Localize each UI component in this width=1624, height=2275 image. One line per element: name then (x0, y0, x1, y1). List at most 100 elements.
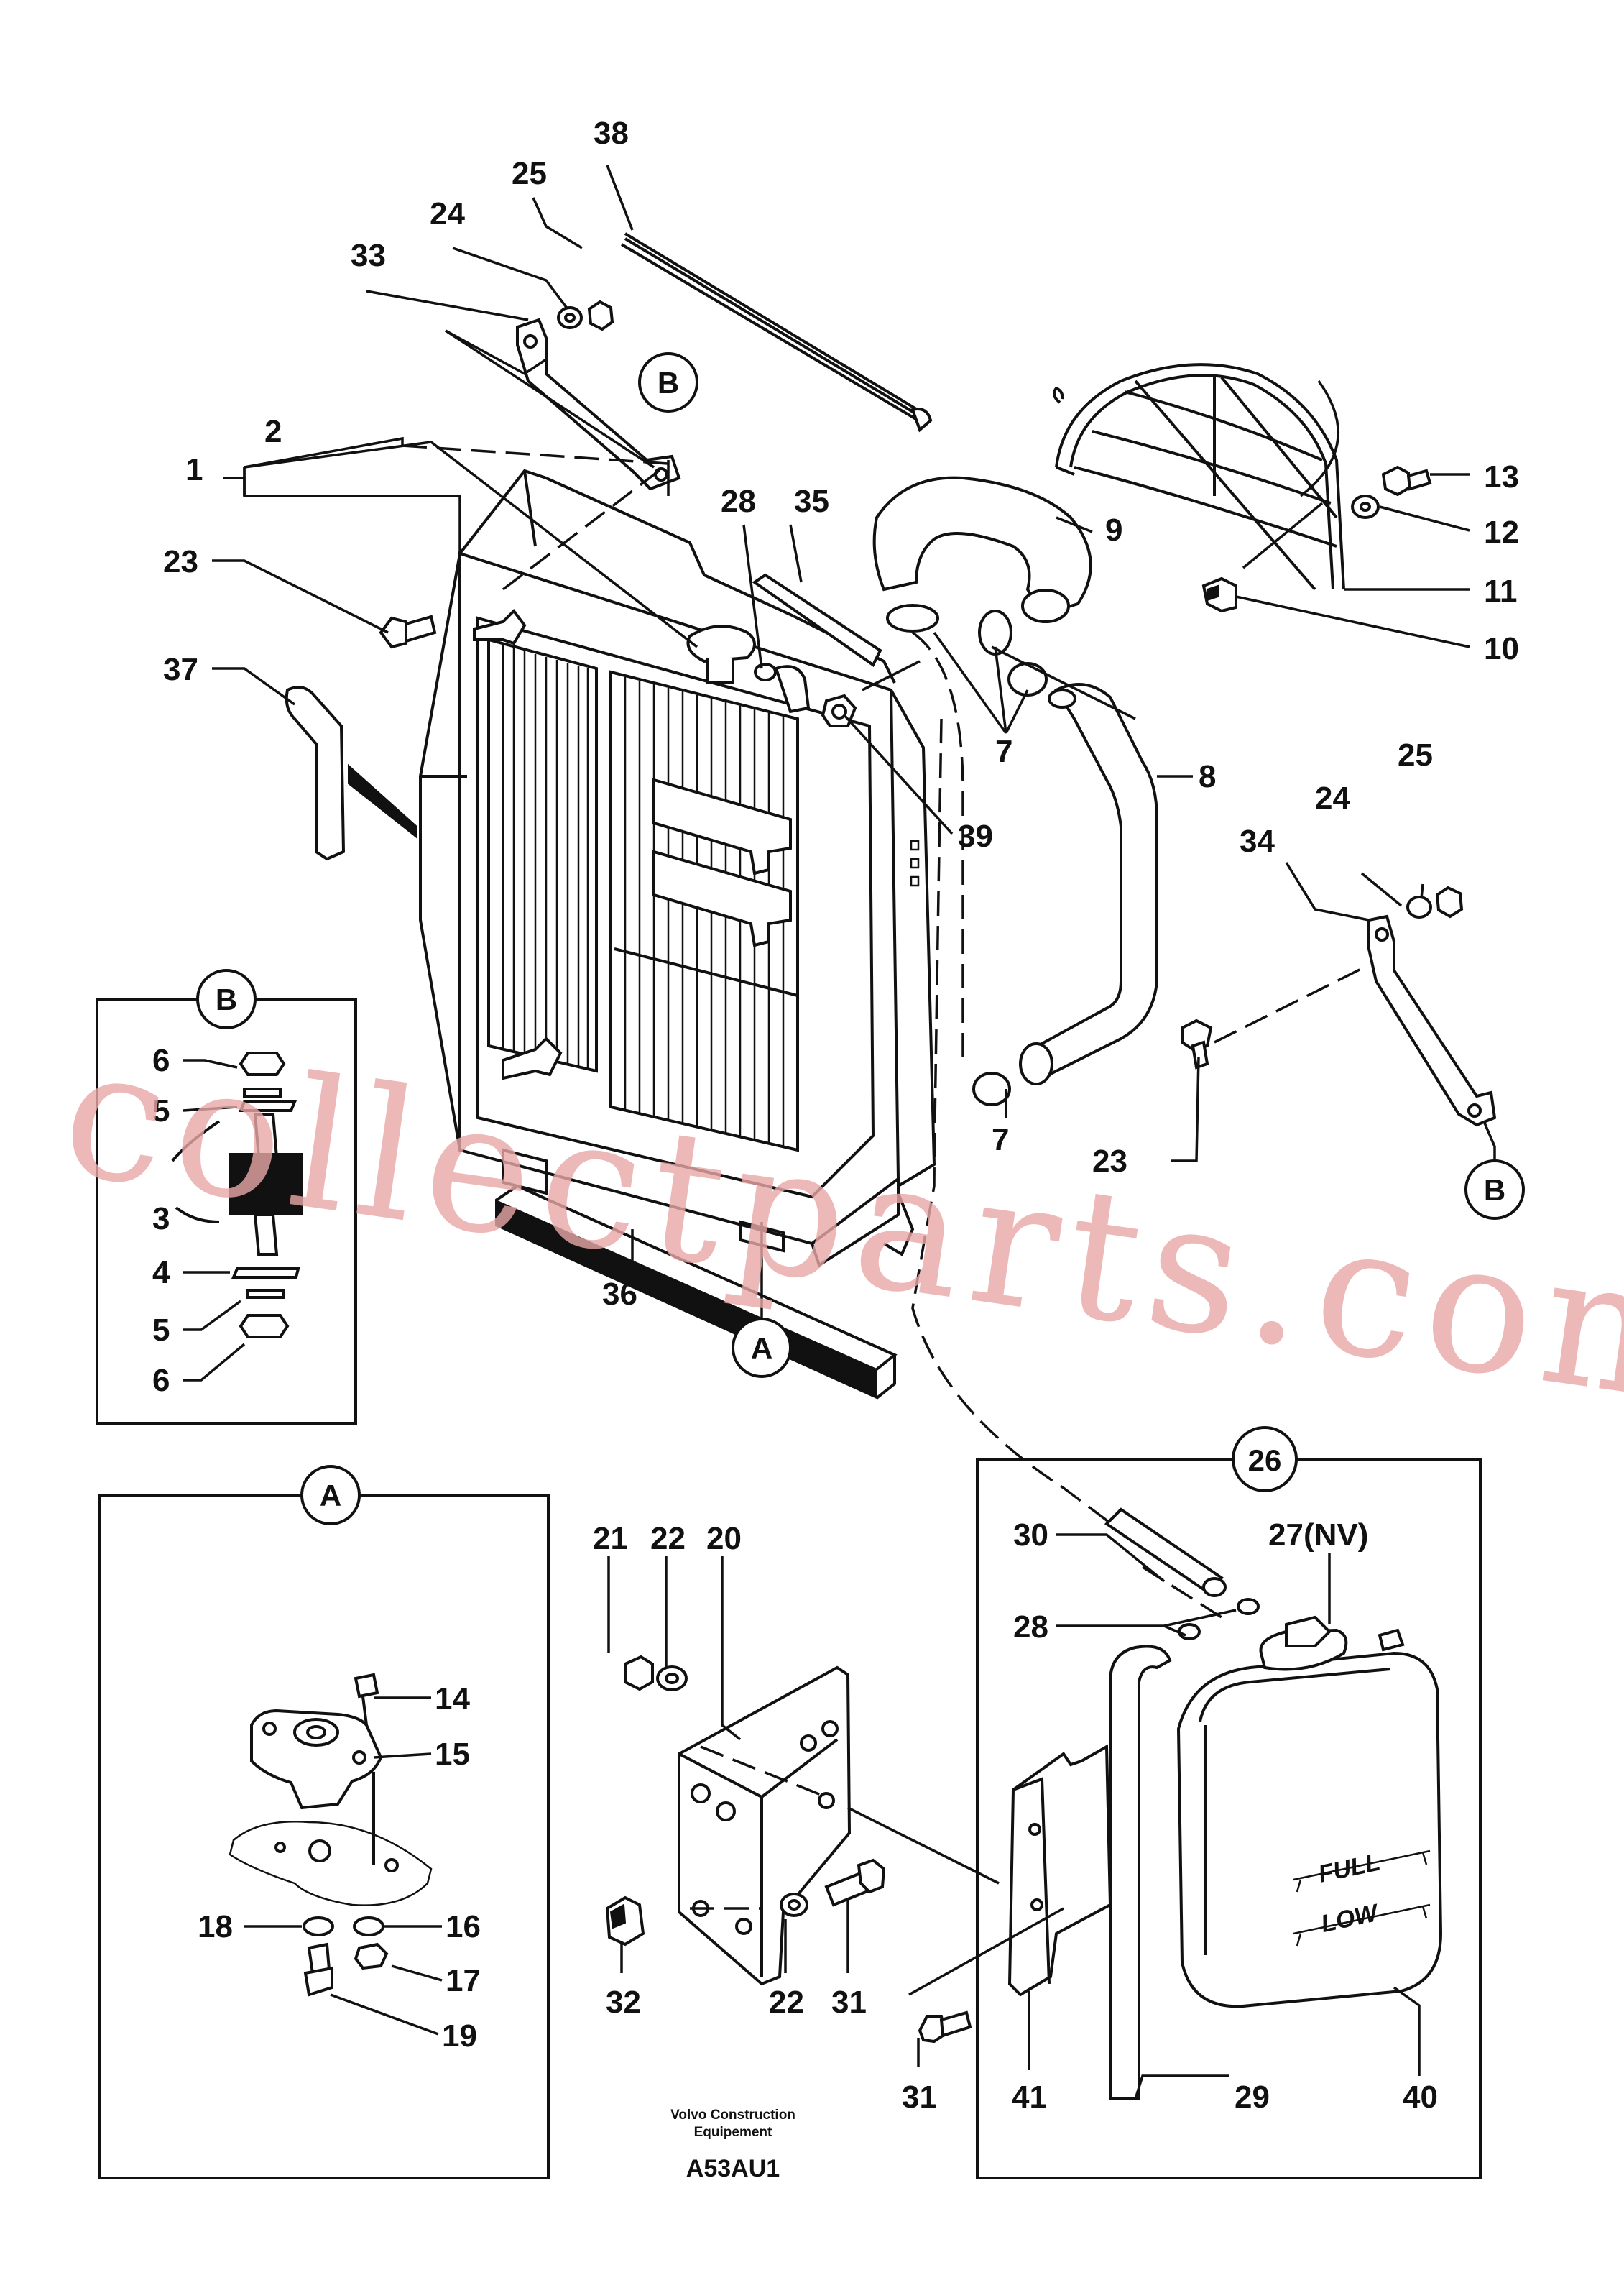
callout-37: 37 (163, 652, 198, 687)
callout-7-upper: 7 (995, 734, 1012, 769)
callout-24-right: 24 (1315, 781, 1350, 816)
callout-34: 34 (1240, 824, 1275, 859)
callout-36: 36 (602, 1277, 637, 1312)
washer-16 (353, 1916, 384, 1936)
callout-38: 38 (594, 116, 629, 151)
callout-2: 2 (264, 414, 282, 449)
bracket-20-group (605, 1556, 1000, 1986)
circle-b-top (638, 352, 698, 413)
callout-22-top: 22 (650, 1521, 686, 1556)
caption-line-2: Equipement (694, 2125, 772, 2140)
nut-21 (624, 1655, 654, 1691)
left-core-fins (502, 645, 589, 1070)
circle-26 (1232, 1426, 1298, 1492)
washer-22-bottom (780, 1893, 808, 1917)
hose-9 (872, 476, 1092, 623)
callout-40: 40 (1403, 2079, 1438, 2115)
callout-11: 11 (1484, 574, 1518, 609)
tank-40 (1176, 1651, 1443, 2008)
washer-24-right (1406, 896, 1432, 919)
drawing-code: A53AU1 (686, 2155, 780, 2182)
circle-a-main (732, 1318, 792, 1378)
seal-strip-38 (620, 232, 933, 433)
callout-b-6-top: 6 (152, 1043, 170, 1078)
bracket-20 (678, 1665, 852, 1986)
circle-b-right-text: B (1484, 1173, 1505, 1207)
pin-37 (285, 686, 417, 861)
callout-23-left: 23 (163, 544, 198, 579)
washer-18 (303, 1916, 334, 1936)
callout-29: 29 (1235, 2079, 1270, 2115)
callout-a-14: 14 (435, 1681, 470, 1716)
callout-8: 8 (1199, 759, 1216, 794)
plate-4-bottom (231, 1267, 300, 1279)
strip-35 (752, 573, 882, 667)
callout-a-16: 16 (446, 1909, 481, 1944)
cap-27 (1259, 1628, 1348, 1671)
engine-mount-15 (250, 1709, 383, 1810)
circle-a-box (300, 1465, 361, 1525)
bracket-41 (908, 1744, 1112, 2070)
callout-a-19: 19 (442, 2018, 477, 2054)
nut-25-right (1435, 886, 1464, 919)
nut-25-top (587, 300, 614, 331)
callout-21: 21 (593, 1521, 628, 1556)
circle-26-text: 26 (1248, 1443, 1282, 1477)
circle-b-box (196, 969, 257, 1029)
clamp-28-b (1178, 1623, 1201, 1640)
mount-plate (229, 1821, 433, 1906)
callout-10: 10 (1484, 631, 1519, 666)
inset-26-frame (976, 1458, 1482, 2179)
callout-41: 41 (1012, 2079, 1047, 2115)
bolt-23-left (379, 615, 437, 649)
circle-a-box-text: A (320, 1479, 341, 1512)
fan-guard (1052, 363, 1345, 591)
caption-line-1: Volvo Construction (670, 2108, 795, 2123)
nut-17 (354, 1942, 389, 1970)
circle-b-top-text: B (658, 366, 679, 400)
rubber-mount-3 (229, 1153, 303, 1215)
nut-6-bottom (239, 1314, 290, 1338)
callout-1: 1 (185, 452, 203, 487)
callout-31-middle: 31 (831, 1985, 867, 2020)
callout-39: 39 (958, 819, 993, 854)
callout-25-top: 25 (512, 156, 547, 191)
callout-23-right: 23 (1092, 1144, 1127, 1179)
clip-10 (1201, 576, 1237, 613)
callout-13: 13 (1484, 459, 1519, 495)
circle-b-box-text: B (216, 983, 237, 1016)
inset-a-frame (98, 1494, 550, 2179)
callout-a-15: 15 (435, 1737, 470, 1772)
inset-26-tank (976, 1458, 1482, 2179)
callout-7-lower: 7 (992, 1122, 1009, 1157)
washer-22-top (656, 1665, 688, 1691)
bolt-13 (1381, 465, 1432, 497)
nut-6-top (239, 1052, 286, 1076)
washer-5-top (243, 1088, 282, 1098)
callout-9: 9 (1105, 513, 1122, 548)
inset-view-b (96, 998, 357, 1425)
clamp-28-top (754, 663, 777, 681)
leader-lines (212, 165, 1496, 1619)
bolt-14 (354, 1673, 379, 1699)
callout-b-4: 4 (152, 1255, 170, 1290)
washer-12 (1351, 495, 1380, 519)
hose-29 (1109, 1645, 1172, 2100)
callout-24-top: 24 (430, 196, 465, 231)
radiator-assembly (458, 469, 936, 1268)
callout-a-18: 18 (198, 1909, 233, 1944)
callout-b-5-bottom: 5 (152, 1313, 170, 1348)
callout-28-top: 28 (721, 484, 756, 519)
circle-labels: B B B A A 26 (196, 352, 1525, 1525)
hose-8 (1019, 683, 1158, 1085)
washer-24-top (557, 306, 583, 329)
callout-33: 33 (351, 238, 386, 273)
callout-25-right: 25 (1398, 737, 1433, 773)
callout-35: 35 (794, 484, 829, 519)
clamp-28-a (1237, 1598, 1260, 1615)
hose-30 (1104, 1507, 1224, 1596)
callout-32: 32 (606, 1985, 641, 2020)
callout-b-6-bottom: 6 (152, 1363, 170, 1398)
callout-30: 30 (1013, 1517, 1048, 1553)
